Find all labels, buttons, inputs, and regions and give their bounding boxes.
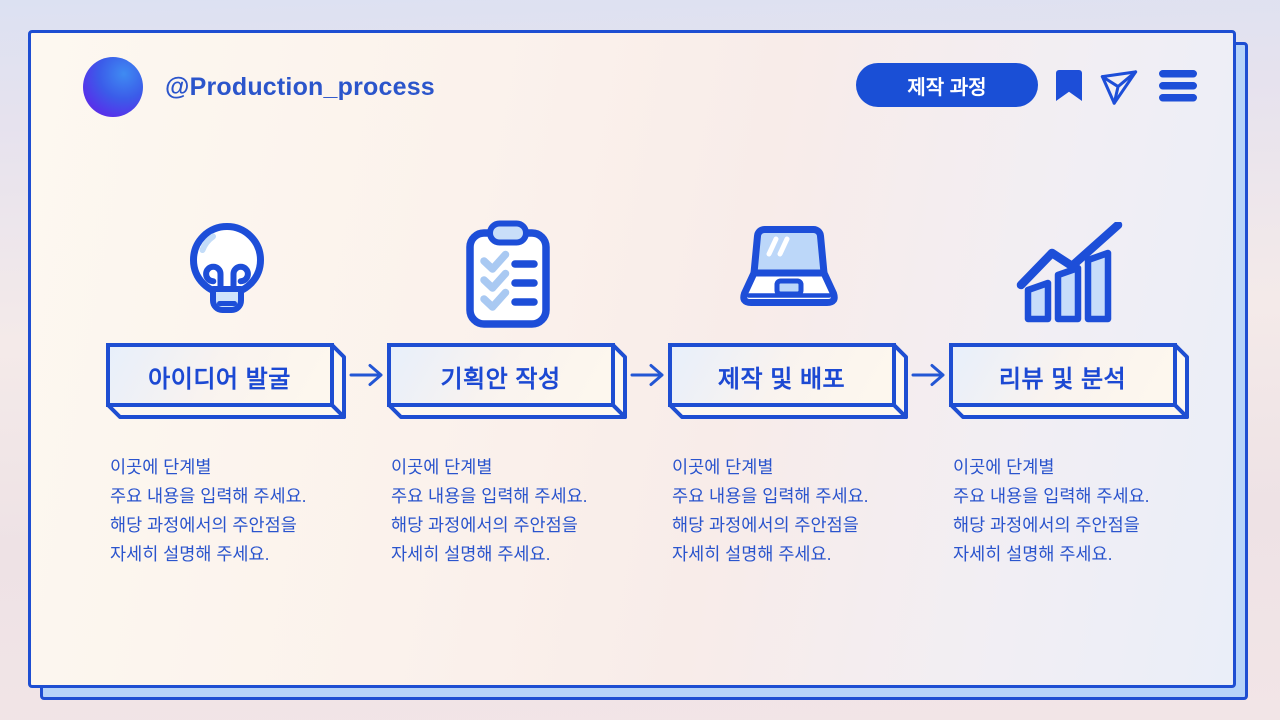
process-step-2: 기획안 작성 이곳에 단계별 주요 내용을 입력해 주세요. 해당 과정에서의 … [387,33,628,685]
avatar [83,57,143,117]
bookmark-icon[interactable] [1056,70,1082,104]
step-description: 이곳에 단계별 주요 내용을 입력해 주세요. 해당 과정에서의 주안점을 자세… [391,457,588,564]
bar-chart-trend-icon [951,211,1188,337]
step-description: 이곳에 단계별 주요 내용을 입력해 주세요. 해당 과정에서의 주안점을 자세… [672,457,869,564]
step-description: 이곳에 단계별 주요 내용을 입력해 주세요. 해당 과정에서의 주안점을 자세… [953,457,1150,564]
laptop-icon [670,211,907,337]
step-title-box: 기획안 작성 [387,343,628,422]
arrow-right-icon [630,362,666,388]
process-step-3: 제작 및 배포 이곳에 단계별 주요 내용을 입력해 주세요. 해당 과정에서의… [668,33,909,685]
step-description: 이곳에 단계별 주요 내용을 입력해 주세요. 해당 과정에서의 주안점을 자세… [110,457,307,564]
arrow-right-icon [349,362,385,388]
clipboard-checklist-icon [389,211,626,337]
step-label: 아이디어 발굴 [148,365,291,393]
menu-icon[interactable] [1158,70,1198,105]
process-step-4: 리뷰 및 분석 이곳에 단계별 주요 내용을 입력해 주세요. 해당 과정에서의… [949,33,1190,685]
process-step-1: 아이디어 발굴 이곳에 단계별 주요 내용을 입력해 주세요. 해당 과정에서의… [106,33,347,685]
send-icon[interactable] [1099,69,1139,110]
arrow-right-icon [911,362,947,388]
step-title-box: 제작 및 배포 [668,343,909,422]
category-badge[interactable]: 제작 과정 [856,63,1038,107]
step-label: 제작 및 배포 [717,365,846,393]
lightbulb-icon [108,211,345,337]
step-label: 리뷰 및 분석 [998,365,1127,393]
step-title-box: 아이디어 발굴 [106,343,347,422]
step-label: 기획안 작성 [440,365,561,393]
step-title-box: 리뷰 및 분석 [949,343,1190,422]
page-title: @Production_process [165,73,435,101]
slide-card: @Production_process 제작 과정 [28,30,1236,688]
